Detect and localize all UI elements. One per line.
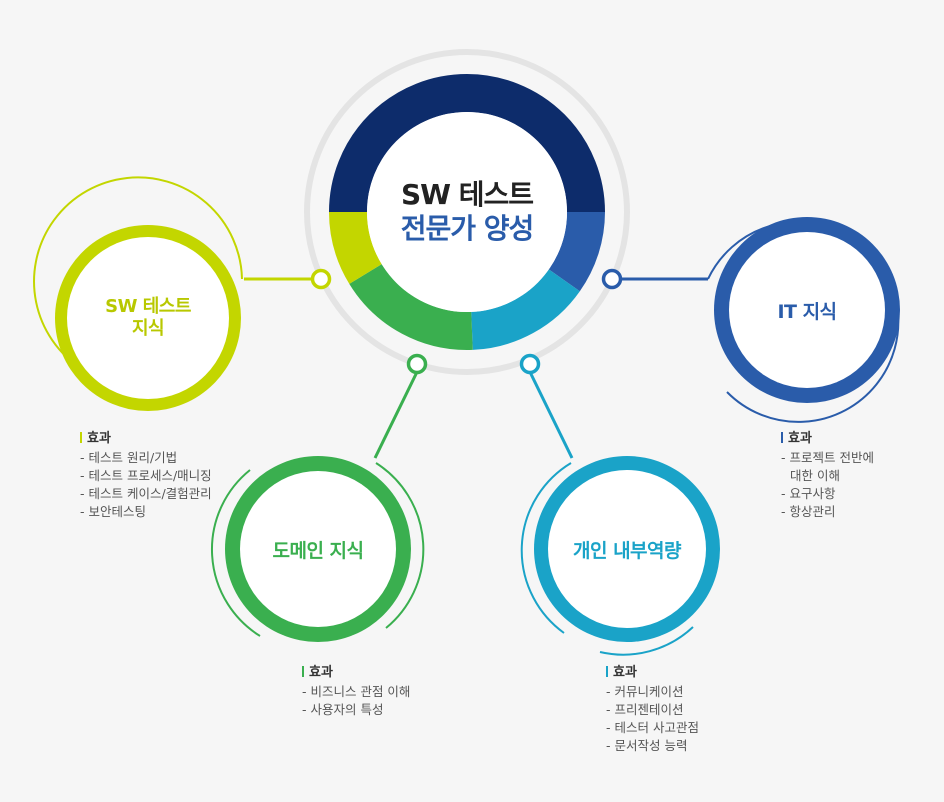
effects-it-heading: 효과 xyxy=(781,430,881,448)
connector-personal xyxy=(528,371,574,459)
center-white-disk xyxy=(367,112,567,312)
segment-blue xyxy=(548,211,605,292)
dot-domain xyxy=(406,353,428,375)
label-sw-knowledge-line1: SW 테스트 xyxy=(105,296,191,317)
segment-navy xyxy=(329,74,605,213)
center-outer-ring xyxy=(304,49,630,375)
effects-personal-heading-text: 효과 xyxy=(613,665,637,680)
node-domain-knowledge xyxy=(210,456,425,642)
effects-personal-heading: 효과 xyxy=(606,664,776,682)
effects-domain-knowledge: 효과 - 비즈니스 관점 이해 - 사용자의 특성 xyxy=(302,664,472,719)
effects-sw-bar xyxy=(80,432,82,443)
list-item: - 프로젝트 전반에 대한 이해 xyxy=(781,450,874,483)
list-item: - 비즈니스 관점 이해 xyxy=(302,684,411,699)
effects-personal-list: - 커뮤니케이션 - 프리젠테이션 - 테스터 사고관점 - 문서작성 능력 xyxy=(606,683,776,755)
effects-it-heading-text: 효과 xyxy=(788,431,812,446)
effects-sw-heading: 효과 xyxy=(80,430,250,448)
effects-it-knowledge: 효과 - 프로젝트 전반에 대한 이해 - 요구사항 - 항상관리 xyxy=(781,430,881,521)
effects-it-bar xyxy=(781,432,783,443)
list-item: - 프리젠테이션 xyxy=(606,702,684,717)
segment-green xyxy=(349,263,473,350)
effects-sw-heading-text: 효과 xyxy=(87,431,111,446)
effects-domain-bar xyxy=(302,666,304,677)
effects-domain-heading-text: 효과 xyxy=(309,665,333,680)
segment-lime xyxy=(329,211,383,284)
node-sw-knowledge xyxy=(33,176,243,411)
segment-teal xyxy=(470,268,580,350)
label-sw-knowledge: SW 테스트 지식 xyxy=(88,288,208,348)
label-it-knowledge-text: IT 지식 xyxy=(777,300,837,323)
label-domain-knowledge-text: 도메인 지식 xyxy=(272,539,364,562)
effects-domain-list: - 비즈니스 관점 이해 - 사용자의 특성 xyxy=(302,683,472,719)
effects-personal-capability: 효과 - 커뮤니케이션 - 프리젠테이션 - 테스터 사고관점 - 문서작성 능… xyxy=(606,664,776,755)
label-personal-capability: 개인 내부역량 xyxy=(552,534,702,564)
center-title-line1: SW 테스트 xyxy=(400,178,534,211)
node-personal-capability xyxy=(520,456,720,656)
label-personal-capability-text: 개인 내부역량 xyxy=(573,539,682,562)
effects-domain-heading: 효과 xyxy=(302,664,472,682)
center-title: SW 테스트 전문가 양성 xyxy=(364,178,570,246)
list-item: - 보안테스팅 xyxy=(80,504,146,519)
effects-personal-bar xyxy=(606,666,608,677)
list-item: - 테스트 프로세스/매니징 xyxy=(80,468,212,483)
center-segment-ring xyxy=(329,74,605,350)
list-item: - 테스트 원리/기법 xyxy=(80,450,178,465)
list-item: - 테스트 케이스/결험관리 xyxy=(80,486,212,501)
list-item: - 항상관리 xyxy=(781,504,836,519)
node-it-knowledge xyxy=(707,217,900,423)
label-it-knowledge: IT 지식 xyxy=(747,295,867,325)
dot-it xyxy=(601,268,623,290)
effects-sw-knowledge: 효과 - 테스트 원리/기법 - 테스트 프로세스/매니징 - 테스트 케이스/… xyxy=(80,430,250,521)
list-item: - 테스터 사고관점 xyxy=(606,720,699,735)
dot-personal xyxy=(519,353,541,375)
list-item: - 사용자의 특성 xyxy=(302,702,384,717)
label-sw-knowledge-line2: 지식 xyxy=(131,318,165,339)
list-item: - 문서작성 능력 xyxy=(606,738,688,753)
effects-it-list: - 프로젝트 전반에 대한 이해 - 요구사항 - 항상관리 xyxy=(781,449,881,521)
center-title-line2: 전문가 양성 xyxy=(400,212,535,245)
connector-domain xyxy=(373,371,419,459)
dot-sw xyxy=(310,268,332,290)
list-item: - 커뮤니케이션 xyxy=(606,684,684,699)
label-domain-knowledge: 도메인 지식 xyxy=(248,534,388,564)
list-item: - 요구사항 xyxy=(781,486,836,501)
effects-sw-list: - 테스트 원리/기법 - 테스트 프로세스/매니징 - 테스트 케이스/결험관… xyxy=(80,449,250,521)
